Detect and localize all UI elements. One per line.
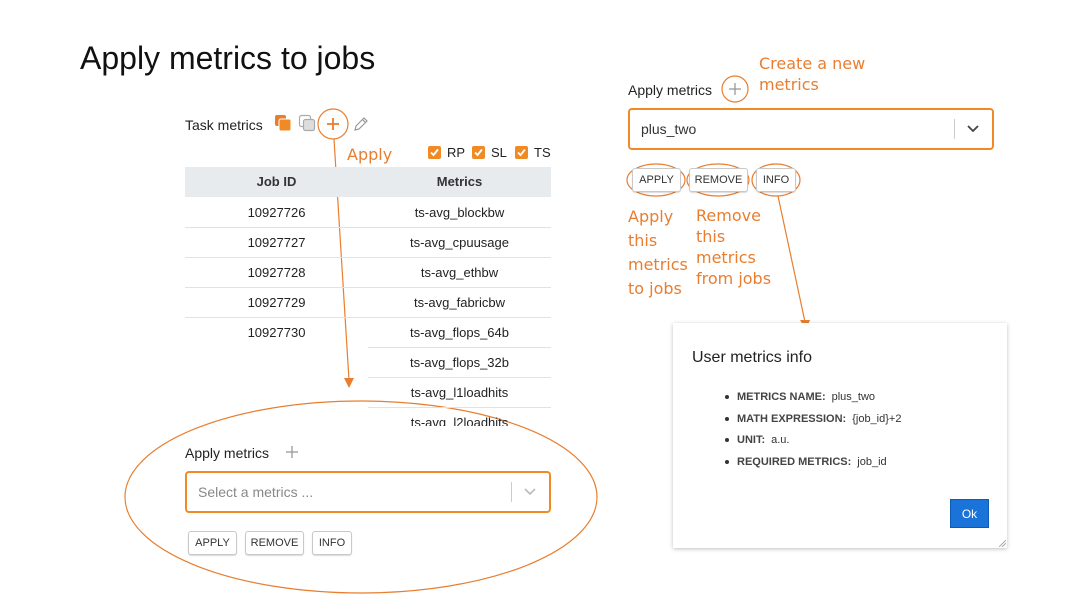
bullet [725,438,729,442]
metrics-select-placeholder: Select a metrics ... [198,484,314,500]
ok-button[interactable]: Ok [950,499,989,528]
edit-pencil-icon[interactable] [352,115,370,133]
apply-metrics-label-top: Apply metrics [628,82,713,98]
apply-button-top[interactable]: APPLY [632,168,681,192]
row-divider [368,347,551,348]
column-header-job-id[interactable]: Job ID [256,174,297,189]
metrics-select-value: plus_two [641,121,697,137]
remove-button-bottom[interactable]: REMOVE [245,531,304,555]
bullet [725,460,729,464]
table-header: Job ID Metrics [185,167,551,197]
checkbox-ts-label: TS [534,145,551,160]
check-icon [474,148,483,157]
info-item-math-expression: MATH EXPRESSION:{job_id}+2 [725,413,901,425]
bullet [725,395,729,399]
info-button-top[interactable]: INFO [756,168,796,192]
table-cell-metric: ts-avg_flops_64b [409,325,509,340]
checkbox-sl[interactable] [472,146,485,159]
bullet [725,417,729,421]
row-divider [368,377,551,378]
table-cell-metric: ts-avg_cpuusage [409,235,509,250]
row-divider [185,227,551,228]
check-icon [430,148,439,157]
table-cell-job-id: 10927727 [247,235,306,250]
annotation-ellipse-remove [686,163,750,197]
annotation-create-metrics: Create a new metrics [759,54,866,94]
checkbox-ts[interactable] [515,146,528,159]
select-divider [954,119,955,139]
row-divider [185,317,551,318]
table-cell-clip: ts-avg_l2loadhits [368,408,551,426]
annotation-apply-this-metrics: Apply this metrics to jobs [628,207,688,298]
table-cell-metric: ts-avg_l2loadhits [410,415,509,426]
checkbox-sl-label: SL [491,145,507,160]
add-icon[interactable] [728,82,742,96]
info-item-required-metrics: REQUIRED METRICS:job_id [725,456,887,468]
annotation-ellipse-apply [626,163,686,197]
task-metrics-label: Task metrics [185,117,263,133]
metrics-select-bottom[interactable]: Select a metrics ... [185,471,551,513]
column-header-metrics[interactable]: Metrics [436,174,483,189]
info-button-bottom[interactable]: INFO [312,531,352,555]
slide-title: Apply metrics to jobs [80,40,376,76]
apply-button-bottom[interactable]: APPLY [188,531,237,555]
annotation-ellipse-info [751,163,801,197]
row-divider [185,257,551,258]
checkbox-rp[interactable] [428,146,441,159]
table-cell-metric: ts-avg_flops_32b [409,355,509,370]
checkbox-rp-label: RP [447,145,466,160]
metrics-select-top[interactable]: plus_two [628,108,994,150]
resize-handle-icon[interactable] [999,540,1006,547]
annotation-remove-this-metrics: Remove this metrics from jobs [696,206,772,288]
select-divider [511,482,512,502]
dialog-title: User metrics info [692,349,813,366]
info-item-metrics-name: METRICS NAME:plus_two [725,391,875,403]
table-cell-job-id: 10927730 [247,325,306,340]
user-metrics-info-dialog: User metrics info METRICS NAME:plus_two … [673,323,1007,548]
check-icon [517,148,526,157]
annotation-ellipse-bottom-panel [124,400,598,594]
annotation-info-line [777,195,806,323]
chevron-down-icon[interactable] [966,124,980,134]
table-cell-job-id: 10927729 [247,295,306,310]
add-icon[interactable] [285,445,299,459]
annotation-circle-add [317,108,349,140]
table-cell-metric: ts-avg_blockbw [414,205,505,220]
annotation-arrow-head [344,378,354,388]
remove-button-top[interactable]: REMOVE [689,168,748,192]
copy-filled-icon[interactable] [274,114,292,132]
copy-outline-icon[interactable] [298,114,316,132]
table-cell-job-id: 10927726 [247,205,306,220]
chevron-down-icon[interactable] [523,487,537,497]
table-cell-job-id: 10927728 [247,265,306,280]
add-metrics-icon[interactable] [325,116,341,132]
apply-metrics-label-bottom: Apply metrics [185,445,270,461]
row-divider [185,287,551,288]
table-cell-metric: ts-avg_l1loadhits [410,385,509,400]
table-cell-metric: ts-avg_ethbw [420,265,499,280]
row-divider [368,407,551,408]
annotation-circle-create [721,75,749,103]
table-cell-metric: ts-avg_fabricbw [413,295,506,310]
info-item-unit: UNIT:a.u. [725,434,789,446]
